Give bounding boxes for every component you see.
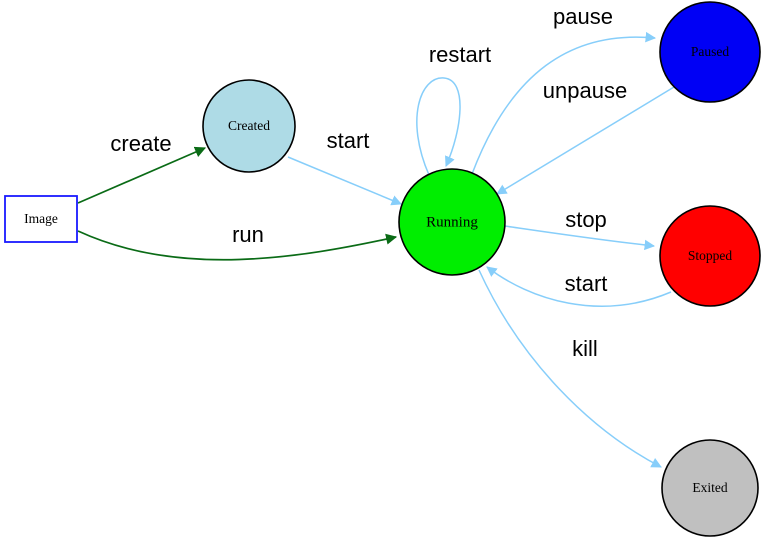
node-created-label: Created	[228, 118, 270, 133]
edge-unpause-path	[496, 86, 675, 195]
edge-pause-path	[471, 31, 657, 175]
node-paused-label: Paused	[691, 44, 729, 59]
node-running[interactable]: Running	[398, 168, 506, 276]
edge-label-run: run	[232, 222, 264, 247]
node-running-shape[interactable]	[398, 168, 506, 276]
edge-label-create: create	[110, 131, 171, 156]
edge-label-start-created: start	[327, 128, 370, 153]
edge-run-path	[77, 230, 398, 261]
edge-layer	[77, 31, 675, 468]
edge-create-path	[77, 146, 207, 204]
node-exited-label: Exited	[692, 480, 727, 495]
edge-start-stopped-path	[486, 266, 672, 307]
edge-label-start-stopped: start	[565, 271, 608, 296]
edge-label-unpause: unpause	[543, 78, 627, 103]
edge-kill-path	[478, 269, 662, 468]
node-created[interactable]: Created	[202, 79, 296, 173]
node-image-shape[interactable]	[4, 195, 78, 243]
node-running-label: Running	[426, 214, 478, 230]
node-stopped[interactable]: Stopped	[659, 205, 761, 307]
edge-label-stop: stop	[565, 207, 607, 232]
node-stopped-shape[interactable]	[659, 205, 761, 307]
edge-label-restart: restart	[429, 42, 491, 67]
node-layer: Image Created Running Paused Stopped	[4, 1, 761, 537]
node-paused-shape[interactable]	[659, 1, 761, 103]
edge-label-pause: pause	[553, 4, 613, 29]
node-stopped-label: Stopped	[688, 248, 733, 263]
edge-restart-path	[416, 77, 461, 176]
edge-stop-path	[504, 225, 656, 251]
node-image[interactable]: Image	[4, 195, 78, 243]
node-image-label: Image	[24, 211, 58, 226]
edge-start-created-path	[287, 156, 402, 206]
node-exited[interactable]: Exited	[661, 439, 759, 537]
node-paused[interactable]: Paused	[659, 1, 761, 103]
edge-label-kill: kill	[572, 336, 598, 361]
node-exited-shape[interactable]	[661, 439, 759, 537]
edge-label-layer: create run start restart pause unpause s…	[110, 4, 627, 361]
node-created-shape[interactable]	[202, 79, 296, 173]
